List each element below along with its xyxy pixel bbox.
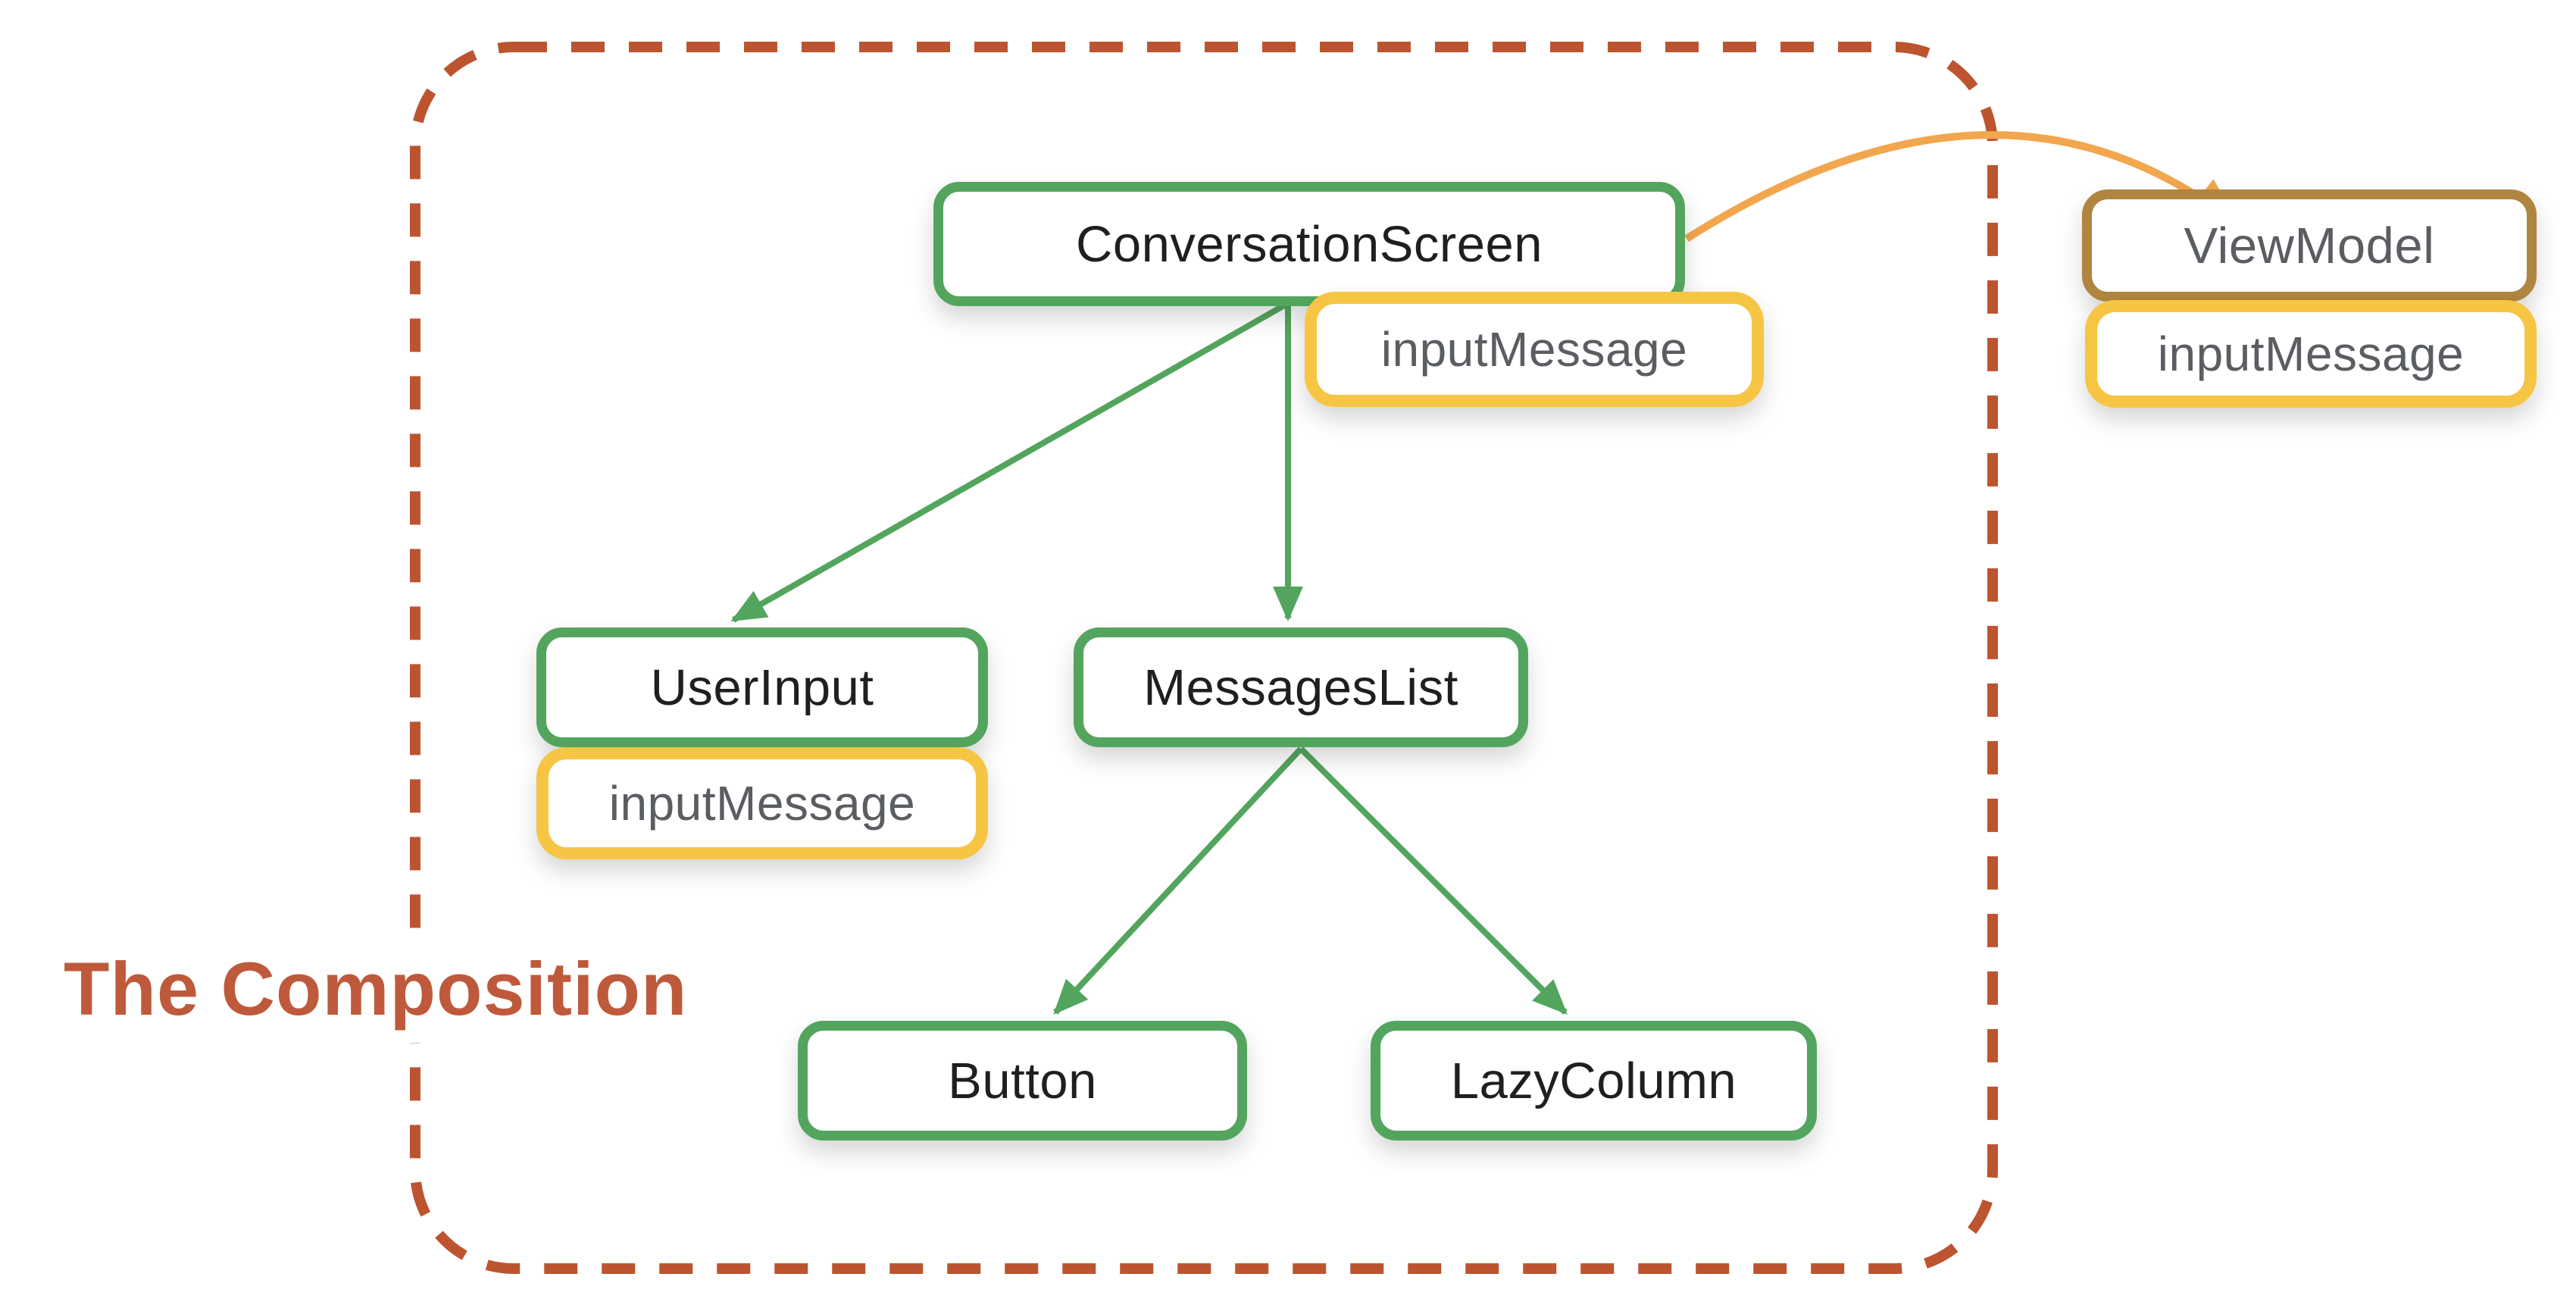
badge-inputmessage-viewmodel: inputMessage — [2085, 300, 2537, 408]
composition-boundary — [410, 42, 1998, 1274]
node-conversationscreen: ConversationScreen — [933, 182, 1685, 306]
node-button: Button — [798, 1021, 1247, 1141]
diagram-title: The Composition — [45, 938, 706, 1043]
node-messageslist: MessagesList — [1074, 627, 1528, 747]
edge-conversationscreen-userinput — [730, 302, 1286, 623]
edge-conversationscreen-viewmodel — [1684, 131, 2240, 243]
node-userinput: UserInput — [536, 627, 988, 747]
badge-inputmessage-userinput: inputMessage — [536, 747, 988, 859]
edge-messageslist-button — [1053, 746, 1303, 1015]
edge-messageslist-lazycolumn — [1299, 746, 1568, 1015]
node-viewmodel: ViewModel — [2082, 189, 2537, 302]
node-lazycolumn: LazyColumn — [1371, 1021, 1817, 1141]
badge-inputmessage-conversationscreen: inputMessage — [1305, 292, 1764, 407]
